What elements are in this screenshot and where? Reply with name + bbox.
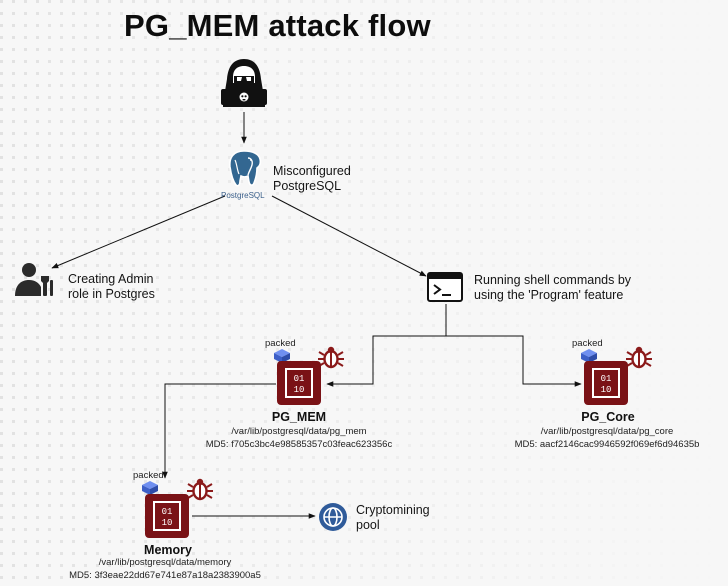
bug-icon [318, 346, 344, 369]
memory-md5: MD5: 3f3eae22dd67e741e87a18a2383900a5 [69, 570, 261, 581]
admin-user-icon [15, 263, 53, 296]
globe-icon [319, 503, 347, 531]
shell-label-line1: Running shell commands by [474, 273, 632, 287]
admin-label-line2: role in Postgres [68, 287, 155, 301]
packed-cube-icon [581, 349, 597, 363]
hacker-icon [221, 59, 267, 107]
svg-text:10: 10 [162, 518, 173, 528]
svg-text:01: 01 [294, 374, 305, 384]
pg-mem-name: PG_MEM [271, 410, 327, 424]
shell-label-line2: using the 'Program' feature [474, 288, 624, 302]
postgresql-elephant-icon [229, 150, 262, 187]
svg-text:01: 01 [162, 507, 173, 517]
arrow-postgres-to-shell [271, 195, 427, 277]
pg-core-name: PG_Core [581, 410, 635, 424]
memory-packed-label: packed [133, 470, 164, 481]
pg-mem-md5: MD5: f705c3bc4e98585357c03feac623356c [205, 439, 393, 450]
pool-label-line1: Cryptomining [356, 503, 430, 517]
pg-core-packed-label: packed [572, 338, 603, 349]
svg-text:01: 01 [601, 374, 612, 384]
svg-text:10: 10 [601, 385, 612, 395]
pg-core-md5: MD5: aacf2146cac9946592f069ef6d94635b [514, 439, 700, 450]
memory-name: Memory [144, 543, 192, 557]
memory-path: /var/lib/postgresql/data/memory [98, 557, 232, 568]
postgres-label-line2: PostgreSQL [273, 179, 342, 193]
arrow-pg-mem-to-memory [162, 383, 276, 479]
terminal-icon [427, 272, 463, 302]
packed-cube-icon [142, 481, 158, 495]
admin-label-line1: Creating Admin [68, 272, 154, 286]
binary-file-icon: 01 10 [584, 361, 628, 405]
pg-core-path: /var/lib/postgresql/data/pg_core [540, 426, 674, 437]
arrow-shell-to-pg-mem [326, 304, 447, 387]
arrow-postgres-to-admin [51, 195, 226, 269]
svg-text:10: 10 [294, 385, 305, 395]
page-title: PG_MEM attack flow [124, 8, 431, 43]
postgresql-logo-text: PostgreSQL [221, 191, 265, 200]
binary-file-icon: 01 10 [145, 494, 189, 538]
pool-label: Cryptomining pool [356, 503, 430, 533]
admin-label: Creating Admin role in Postgres [68, 272, 155, 302]
pg-mem-packed-label: packed [265, 338, 296, 349]
bug-icon [626, 346, 652, 369]
binary-file-icon: 01 10 [277, 361, 321, 405]
pool-label-line2: pool [356, 518, 380, 532]
postgres-label-line1: Misconfigured [273, 164, 351, 178]
postgres-label: Misconfigured PostgreSQL [273, 164, 351, 194]
bug-icon [187, 478, 213, 501]
arrow-shell-to-pg-core [446, 335, 582, 387]
pg-mem-path: /var/lib/postgresql/data/pg_mem [231, 426, 367, 437]
shell-label: Running shell commands by using the 'Pro… [474, 273, 631, 303]
packed-cube-icon [274, 349, 290, 363]
